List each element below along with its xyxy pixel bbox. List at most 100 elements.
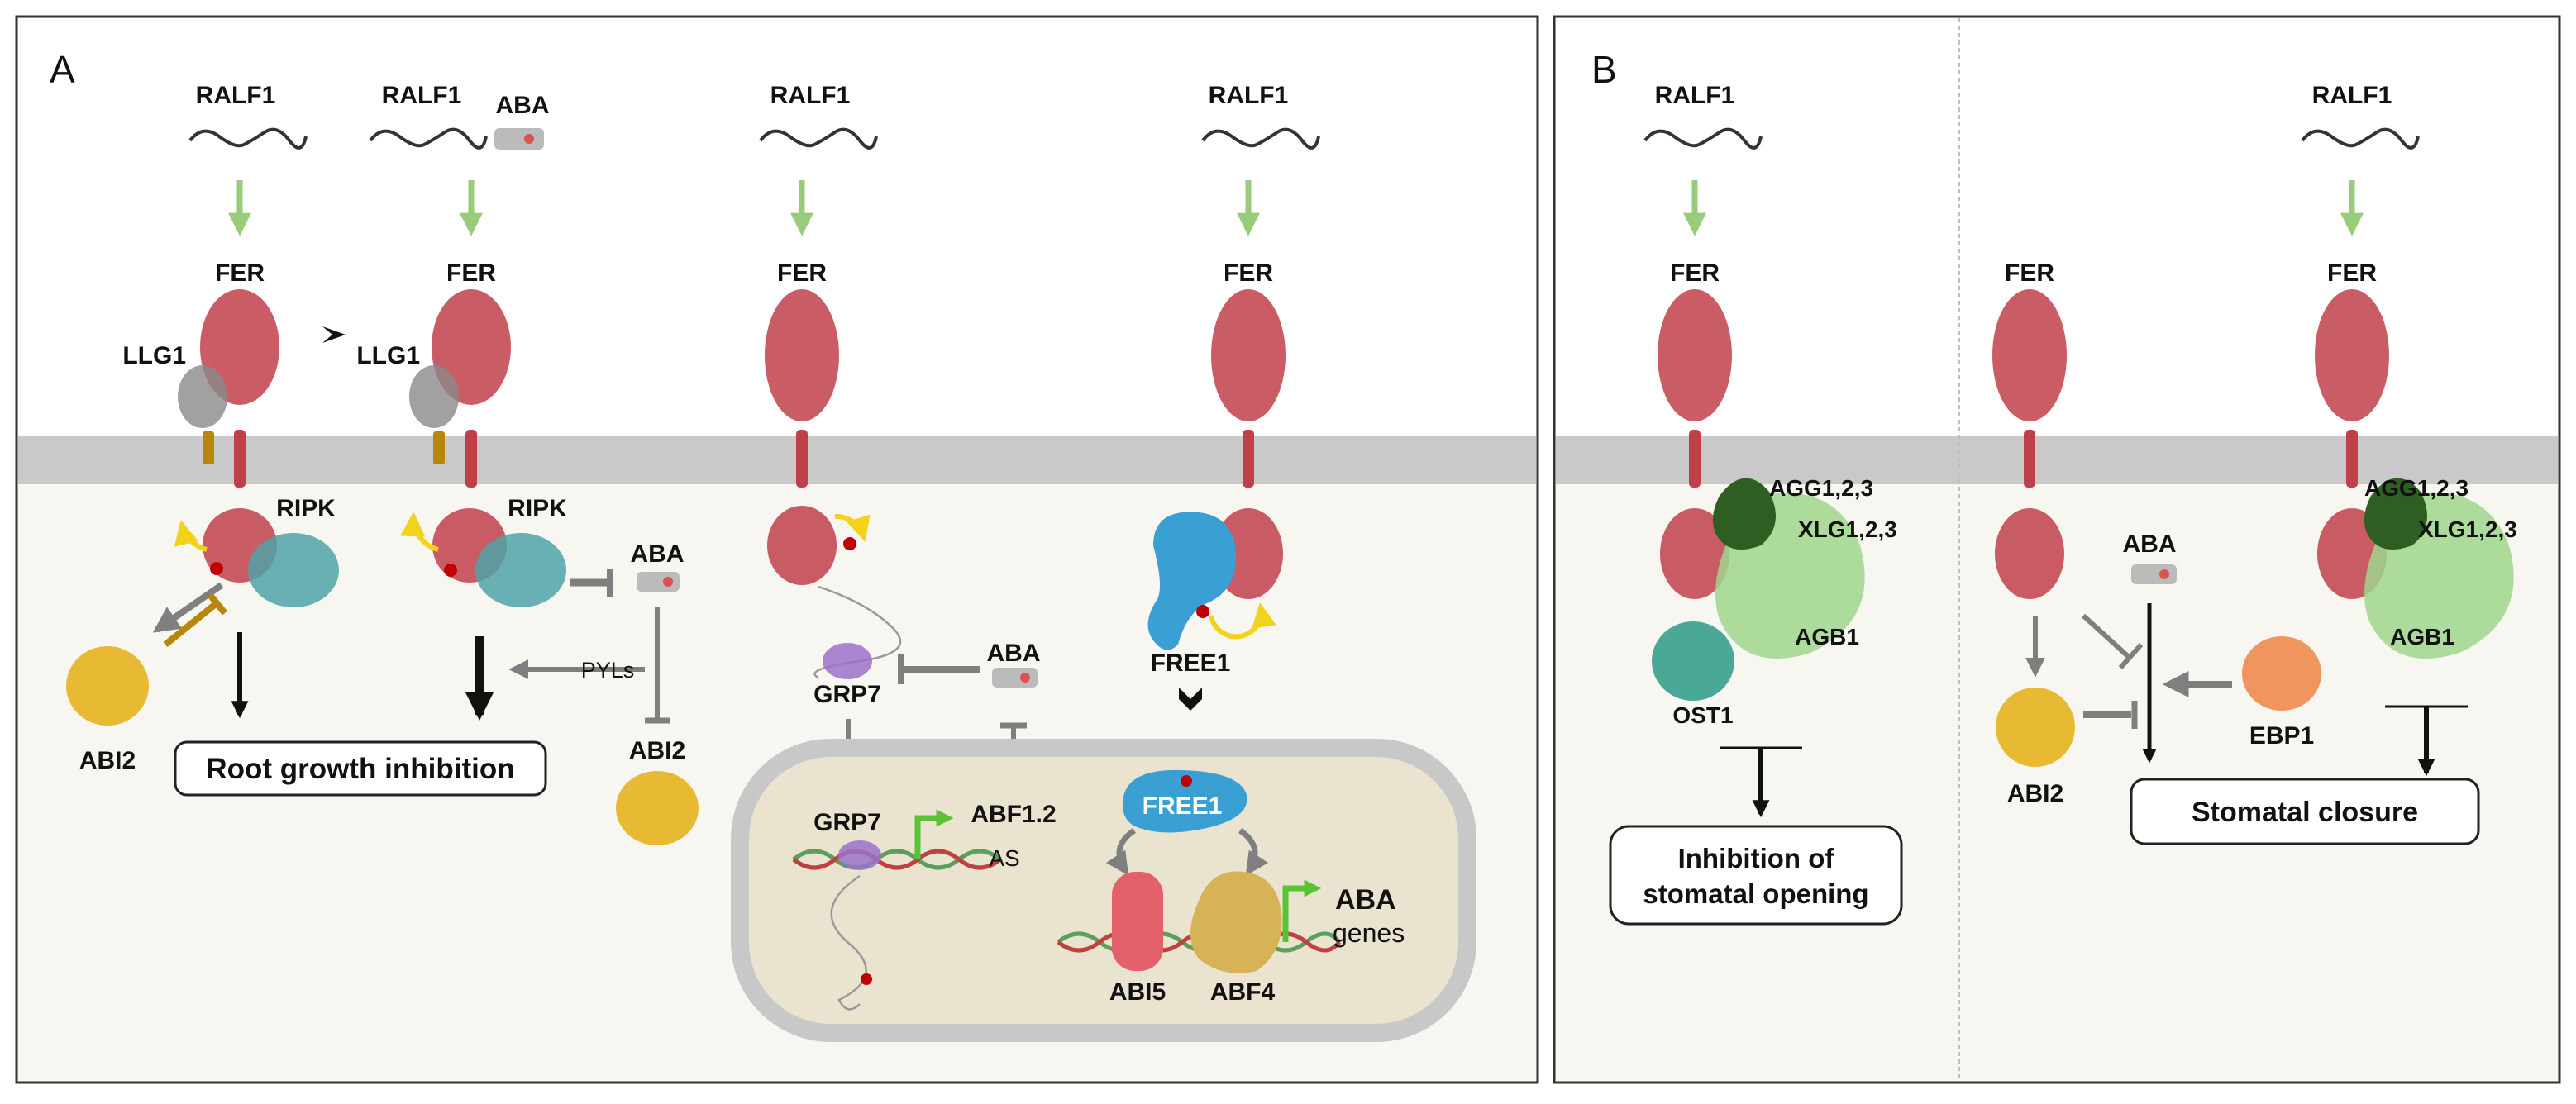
grp7-tail <box>830 874 867 1011</box>
fer-ectodomain-icon <box>2315 289 2389 421</box>
agb1-label: AGB1 <box>2390 624 2454 650</box>
ralf1-label: RALF1 <box>1209 82 1289 109</box>
fer-label: FER <box>446 259 496 287</box>
ripk-label: RIPK <box>276 495 336 522</box>
fer-inhibits-closure-bar <box>2118 643 2144 669</box>
phosphate-icon <box>1196 605 1209 618</box>
fer-inhibits-closure <box>2081 613 2131 659</box>
free1-icon <box>1123 769 1247 833</box>
agg-icon <box>1712 478 1776 550</box>
abi2-label: ABI2 <box>79 747 136 774</box>
abi2-inhibits-fer <box>163 600 219 648</box>
ralf1-label: RALF1 <box>770 82 851 109</box>
autophosphorylation-arrow <box>174 520 208 552</box>
panel-a: A RALF1 FER LLG1 RIPK ABI2 <box>15 15 1539 1084</box>
phosphate-icon <box>210 562 223 575</box>
fer-kinase-icon <box>767 506 837 585</box>
aba-genes-label-1: ABA <box>1335 884 1396 916</box>
phosphate-icon <box>1181 775 1192 787</box>
abi2-icon <box>66 646 149 726</box>
stomatal-closure-box <box>2130 778 2480 845</box>
abi2-inhibits-fer-bar <box>207 592 228 616</box>
panel-b: B RALF1 FER AGG1,2,3 XLG1,2,3 AGB1 OST1 … <box>1553 15 2561 1084</box>
fer-kinase-icon <box>1995 508 2064 599</box>
col-a1: RALF1 FER LLG1 RIPK ABI2 <box>66 82 346 774</box>
aba-label: ABA <box>2123 531 2177 558</box>
abi2-label: ABI2 <box>2007 780 2063 807</box>
grp7-label: GRP7 <box>813 809 881 836</box>
phosphate-icon <box>843 537 856 550</box>
fer-ectodomain-icon <box>1211 289 1286 421</box>
ralf1-label: RALF1 <box>196 82 276 109</box>
grp7-tail <box>813 585 902 679</box>
fer-transmembrane <box>234 430 246 488</box>
llg1-icon <box>178 365 227 428</box>
root-growth-inhibition-label: Root growth inhibition <box>206 753 514 785</box>
pyls-label: PYLs <box>581 658 635 683</box>
ralf1-peptide-icon <box>1201 127 1320 150</box>
llg1-anchor <box>203 431 214 464</box>
fer-label: FER <box>2327 259 2377 287</box>
aba-molecule-icon <box>992 668 1038 688</box>
aba-label: ABA <box>631 540 685 568</box>
fer-transmembrane <box>1689 430 1701 488</box>
nucleus: GRP7 ABF1.2 AS FREE1 ABI5 ABF4 ABA genes <box>731 739 1476 1042</box>
fer-ectodomain-icon <box>1992 289 2067 421</box>
xlg-label: XLG1,2,3 <box>2418 516 2517 542</box>
ralf1-peptide-icon <box>2301 127 2420 150</box>
agg-icon <box>2364 478 2427 550</box>
abf4-icon <box>1190 871 1282 973</box>
xlg-label: XLG1,2,3 <box>1798 516 1897 542</box>
grp7-icon <box>838 840 881 870</box>
llg1-label: LLG1 <box>122 342 186 369</box>
abi2-icon <box>1996 688 2075 767</box>
fer-label: FER <box>215 259 265 287</box>
free1-icon <box>1147 512 1236 650</box>
aba-genes-label-2: genes <box>1333 918 1405 948</box>
fer-label: FER <box>777 259 827 287</box>
ripk-icon <box>475 533 566 607</box>
panel-b-membrane <box>1556 436 2558 484</box>
col-a3: RALF1 FER GRP7 ABA <box>759 82 1041 797</box>
ralf1-peptide-icon <box>759 127 878 150</box>
autophosphorylation-arrow <box>400 512 439 552</box>
abf4-label: ABF4 <box>1210 978 1276 1006</box>
free1-label: FREE1 <box>1143 792 1223 820</box>
free1-to-abi5-arrow <box>1105 828 1137 876</box>
abf12-label: ABF1.2 <box>971 801 1056 828</box>
free1-label: FREE1 <box>1151 650 1231 677</box>
col-a4: RALF1 FER FREE1 <box>1147 82 1320 711</box>
free1-to-abf4-arrow <box>1238 828 1269 876</box>
root-growth-inhibition-box <box>174 740 547 797</box>
fer-transmembrane <box>465 430 477 488</box>
grp7-label: GRP7 <box>813 681 881 708</box>
llg1-label: LLG1 <box>356 342 420 369</box>
inhibition-of-stomatal-opening-label-2: stomatal opening <box>1643 878 1868 909</box>
aba-atom-icon <box>2159 569 2169 579</box>
transcription-start-icon <box>914 809 954 859</box>
ralf1-label: RALF1 <box>2312 82 2392 109</box>
inhibition-of-stomatal-opening-box <box>1609 825 1903 926</box>
aba-molecule-icon <box>494 128 544 150</box>
ralf1-peptide-icon <box>369 127 488 150</box>
ost1-icon <box>1652 621 1734 701</box>
aba-label: ABA <box>987 640 1041 667</box>
col-a2: RALF1 ABA FER LLG1 RIPK ABA PYLs <box>356 82 699 845</box>
fer-transmembrane <box>2346 430 2358 488</box>
col-b2: FER ABA ABI2 EBP1 <box>1992 259 2321 807</box>
autophosphorylation-arrow <box>1209 602 1276 640</box>
agg-label: AGG1,2,3 <box>1769 475 1873 501</box>
phosphate-icon <box>861 973 872 985</box>
panel-a-letter: A <box>50 48 75 91</box>
fer-kinase-icon <box>1660 508 1729 599</box>
autophosphorylation-arrow <box>834 513 871 542</box>
agb1-label: AGB1 <box>1795 624 1859 650</box>
abi2-label: ABI2 <box>629 737 685 764</box>
fer-transmembrane <box>796 430 808 488</box>
fer-label: FER <box>2005 259 2054 287</box>
ralf1-label: RALF1 <box>382 82 462 109</box>
dna-strand-icon <box>792 849 1002 870</box>
dna-strand-icon <box>792 849 1002 870</box>
